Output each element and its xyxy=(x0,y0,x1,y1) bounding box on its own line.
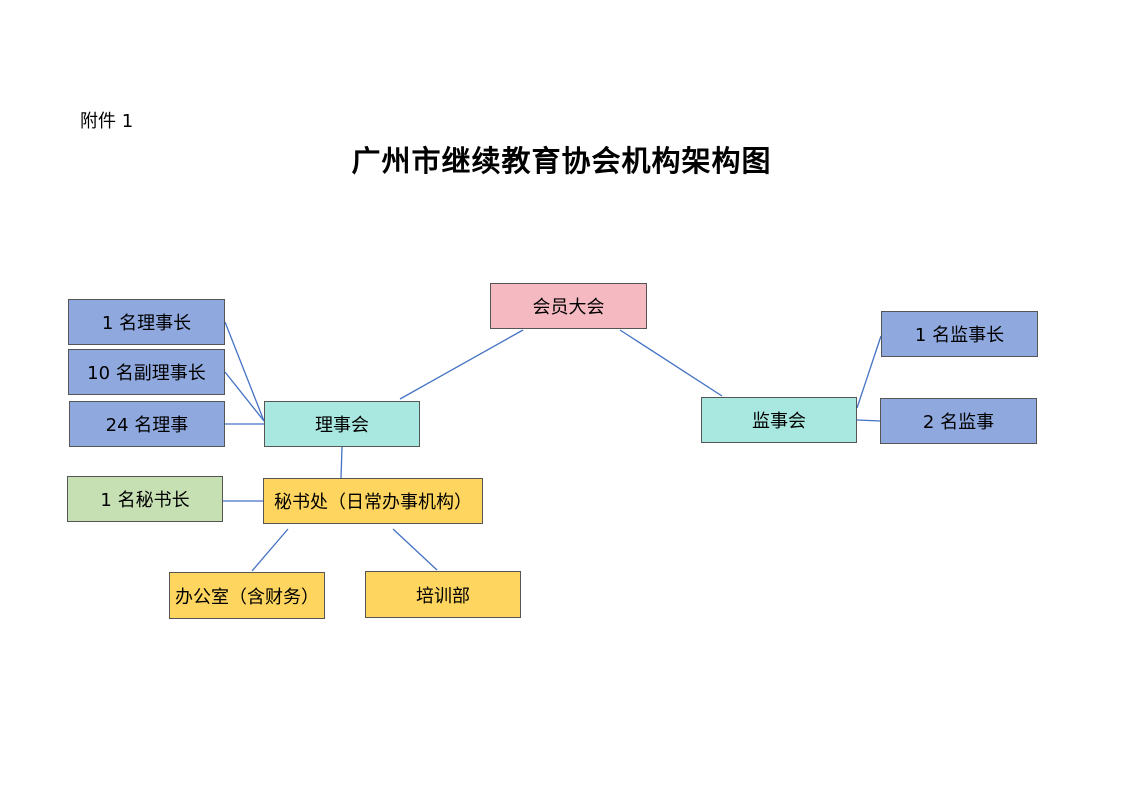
annex-label: 附件 1 xyxy=(80,111,134,132)
supervisory-board-box: 监事会 xyxy=(701,397,857,443)
line-assembly-supervisory xyxy=(619,329,723,397)
vice-chairmen-box: 10 名副理事长 xyxy=(68,349,225,395)
training-department-box: 培训部 xyxy=(365,571,521,618)
secretariat-box: 秘书处（日常办事机构） xyxy=(263,478,483,524)
line-secretariat-office xyxy=(251,528,289,572)
directors-box: 24 名理事 xyxy=(69,401,225,447)
page-title: 广州市继续教育协会机构架构图 xyxy=(351,144,772,178)
line-chairman-council xyxy=(224,321,265,422)
supervisors-box: 2 名监事 xyxy=(880,398,1037,444)
chief-supervisor-box: 1 名监事长 xyxy=(881,311,1038,357)
council-box: 理事会 xyxy=(264,401,420,447)
line-supervisory-supervisors xyxy=(856,419,882,422)
line-council-secretariat xyxy=(340,446,343,479)
chairman-box: 1 名理事长 xyxy=(68,299,225,345)
secretary-general-box: 1 名秘书长 xyxy=(67,476,223,522)
line-vicechairmen-council xyxy=(224,371,265,422)
line-assembly-council xyxy=(399,329,524,400)
office-box: 办公室（含财务） xyxy=(169,572,325,619)
general-assembly-box: 会员大会 xyxy=(490,283,647,329)
line-secretariat-training xyxy=(392,528,438,571)
line-supervisory-chiefsupervisor xyxy=(856,335,882,409)
